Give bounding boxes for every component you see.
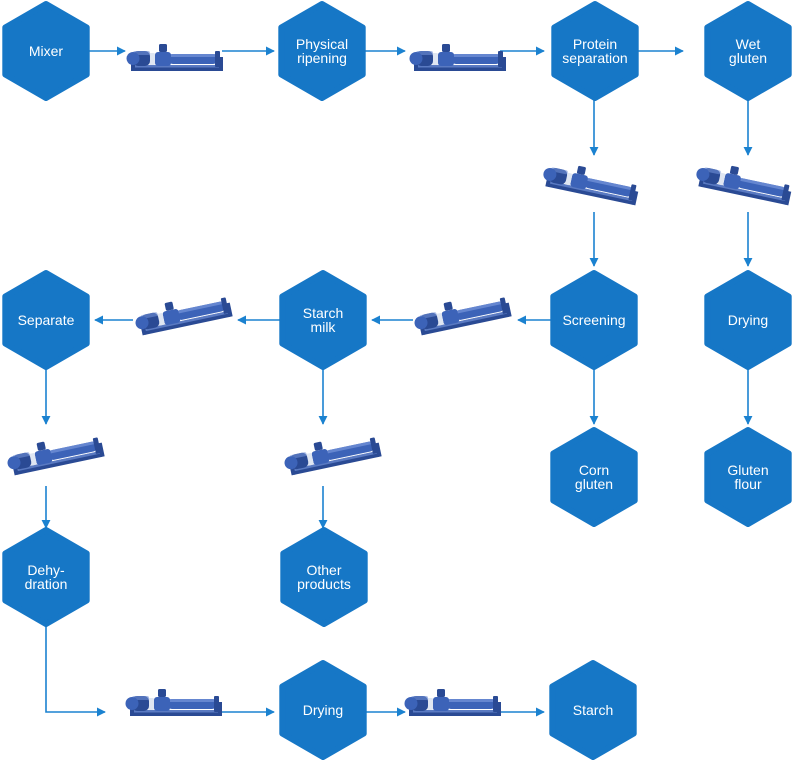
hexagon-shape: [551, 1, 639, 101]
hexagon-shape: [278, 1, 366, 101]
pumps: [7, 44, 792, 716]
screw-pump-icon: [409, 44, 506, 71]
node-label: Dehy-: [27, 562, 65, 578]
node-label: gluten: [729, 50, 767, 66]
node-label: products: [297, 576, 351, 592]
screw-pump-icon: [125, 689, 222, 716]
screw-pump-icon: [404, 689, 501, 716]
connectors: [41, 46, 753, 717]
node-label: Gluten: [727, 462, 768, 478]
node-label: Wet: [736, 36, 761, 52]
screw-pump-icon: [135, 297, 233, 336]
hexagon-shape: [550, 427, 638, 527]
screw-pump-icon: [696, 165, 792, 206]
hexagon-shape: [704, 427, 792, 527]
screw-pump-icon: [543, 165, 639, 206]
node-label: Drying: [728, 312, 768, 328]
hexagon-shape: [704, 270, 792, 370]
node-label: dration: [25, 576, 68, 592]
node-label: Starch: [303, 305, 343, 321]
hexagon-shape: [280, 527, 368, 627]
node-label: Mixer: [29, 43, 64, 59]
node-dehydration: Dehy-dration: [2, 527, 90, 627]
hexagon-shape: [2, 270, 90, 370]
screw-pump-icon: [7, 437, 105, 476]
hexagon-shape: [2, 527, 90, 627]
screw-pump-icon: [126, 44, 223, 71]
node-label: Physical: [296, 36, 348, 52]
hexagon-shape: [279, 270, 367, 370]
hexagon-shape: [704, 1, 792, 101]
node-label: gluten: [575, 476, 613, 492]
node-screening: Screening: [550, 270, 638, 370]
node-starch: Starch: [549, 660, 637, 760]
node-drying-starch: Drying: [279, 660, 367, 760]
node-mixer: Mixer: [2, 1, 90, 101]
hexagon-shape: [550, 270, 638, 370]
node-label: Starch: [573, 702, 613, 718]
hexagon-shape: [279, 660, 367, 760]
node-label: Protein: [573, 36, 617, 52]
node-label: Corn: [579, 462, 609, 478]
node-label: separation: [562, 50, 627, 66]
hexagon-shape: [549, 660, 637, 760]
node-separate: Separate: [2, 270, 90, 370]
node-drying-gluten: Drying: [704, 270, 792, 370]
node-label: Screening: [562, 312, 625, 328]
node-label: Separate: [18, 312, 75, 328]
node-label: milk: [311, 319, 337, 335]
screw-pump-icon: [284, 437, 382, 476]
node-label: flour: [734, 476, 762, 492]
node-label: Other: [306, 562, 341, 578]
node-label: Drying: [303, 702, 343, 718]
node-label: ripening: [297, 50, 347, 66]
connector-dehydration-to-pump: [45, 622, 106, 717]
screw-pump-icon: [414, 297, 512, 336]
hexagon-shape: [2, 1, 90, 101]
